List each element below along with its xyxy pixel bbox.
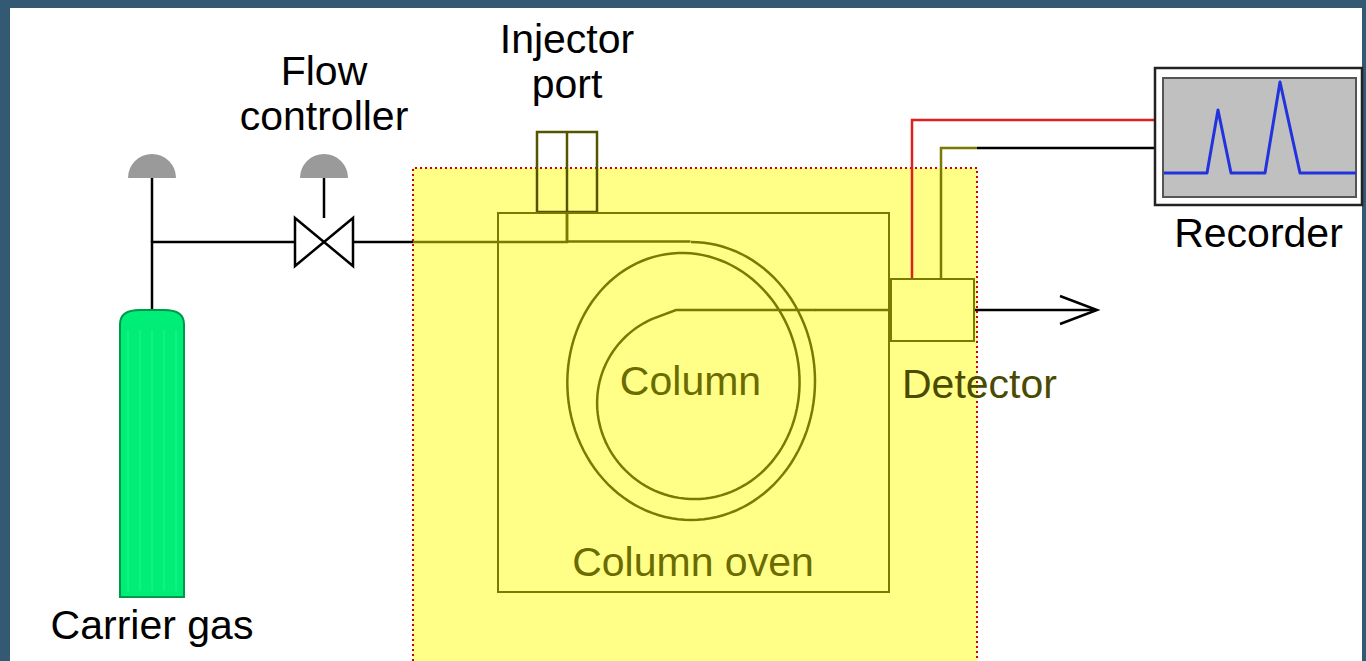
valve-symbol (295, 218, 353, 266)
column-inlet-line (567, 212, 691, 242)
valve-knob (300, 154, 348, 178)
cylinder-shading (176, 330, 177, 591)
valve-stem (323, 178, 326, 218)
gas-line (353, 212, 567, 242)
highlight-region (413, 168, 977, 661)
node-label: Recorder (1149, 211, 1366, 255)
signal-wire (912, 120, 1155, 278)
outlet-arrowhead (1060, 296, 1097, 324)
node-label: Injector port (467, 17, 667, 106)
column-coil: Column (566, 242, 816, 522)
outlet-line (975, 309, 1096, 312)
injector-tube (537, 132, 597, 212)
recorder-screen (1163, 78, 1356, 197)
cylinder-knob (128, 154, 176, 178)
recorder-box: Recorder (1155, 68, 1362, 205)
node-label: Column (566, 359, 816, 403)
node-label: Column oven (501, 540, 886, 584)
column-outlet-line (816, 309, 891, 312)
cylinder-shading (164, 330, 165, 591)
recorder-case (1155, 68, 1362, 205)
injector-port: Injector port (537, 132, 597, 212)
flow-valve: Flow controller (295, 218, 353, 266)
gas-line (152, 242, 295, 310)
cylinder-stem (151, 178, 154, 242)
oven-box: Column oven Column (497, 212, 890, 593)
node-label: Carrier gas (22, 603, 282, 647)
flow-valve-outline (295, 218, 353, 266)
injector-needle-line (566, 132, 569, 212)
recorder-box-outline (1155, 68, 1362, 205)
node-label: Flow controller (204, 49, 444, 138)
chromatogram-trace (1164, 82, 1356, 173)
cylinder-body (120, 310, 184, 597)
gas-cylinder: Carrier gas (120, 310, 184, 597)
cylinder-shading (140, 330, 141, 591)
gas-cylinder-outline (120, 310, 184, 597)
node-label: Detector (902, 362, 1122, 406)
cylinder-shading (128, 330, 129, 591)
injector-port-outline (537, 132, 597, 212)
cylinder-shading (152, 330, 153, 591)
highlight-border (413, 168, 977, 661)
signal-wire (941, 148, 1155, 278)
detector-box: Detector (890, 278, 975, 342)
detector-box-outline (892, 280, 973, 340)
